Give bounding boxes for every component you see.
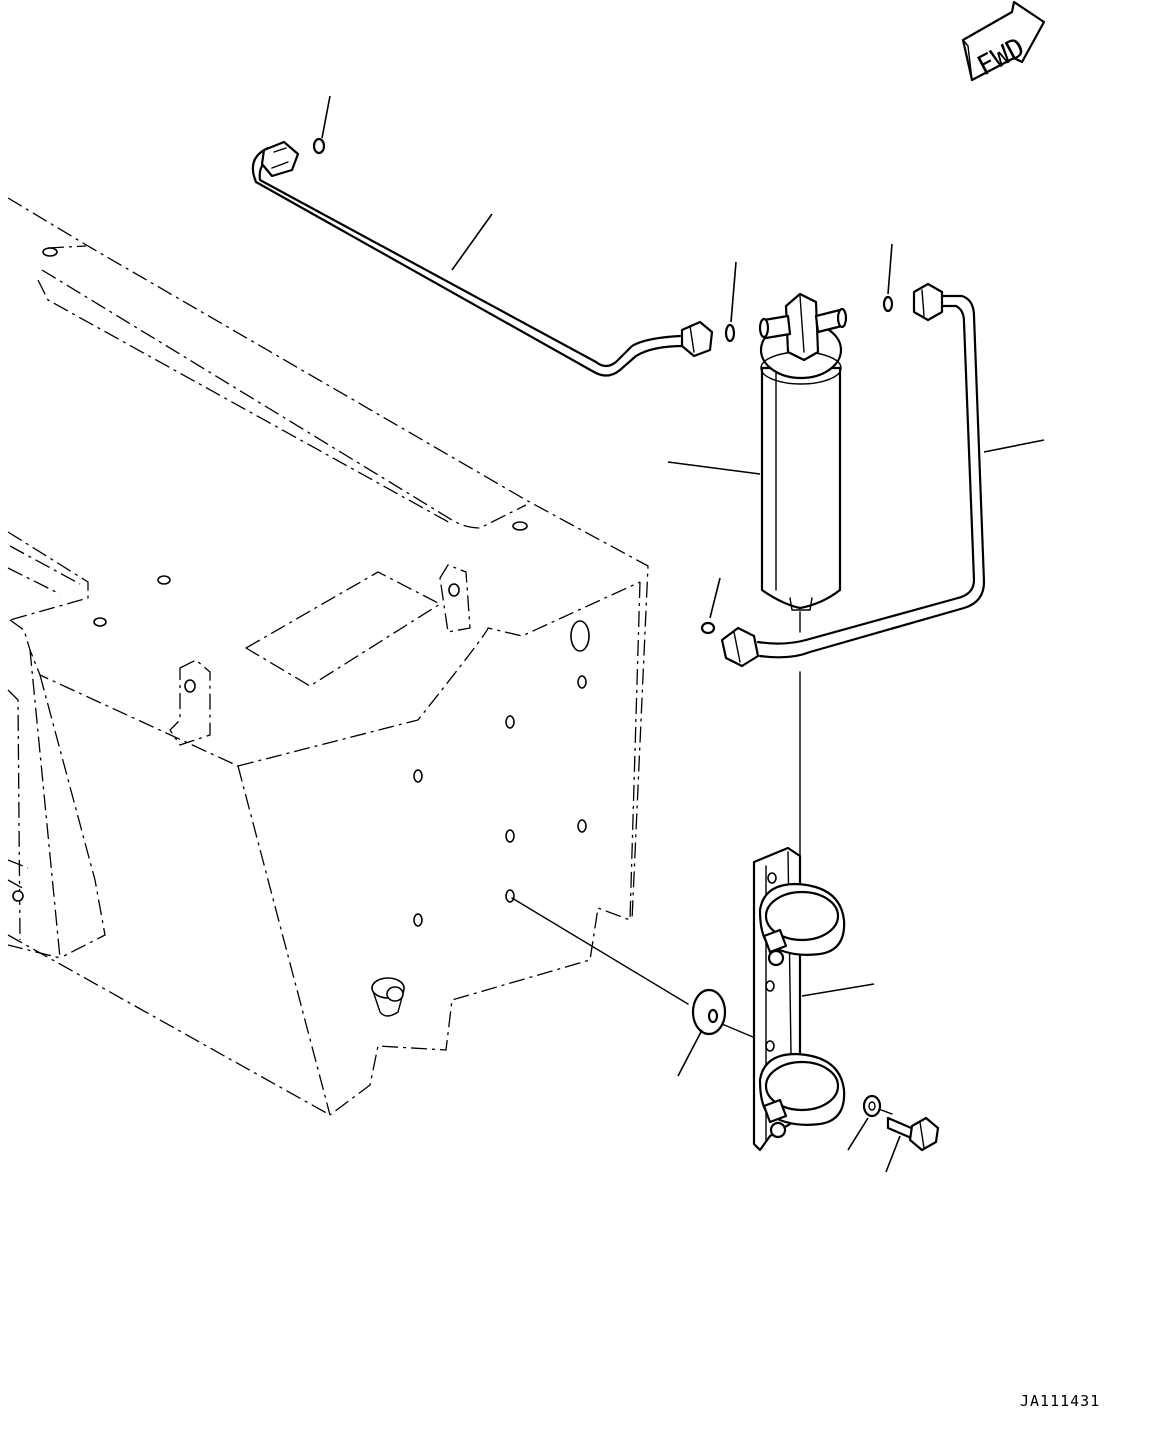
frame-boss <box>371 977 405 1017</box>
spacer-washer <box>691 988 727 1036</box>
alignment-lines <box>511 611 893 1115</box>
clamp-bracket <box>752 846 846 1152</box>
bolt <box>886 1116 940 1152</box>
fwd-arrow: FWD <box>961 0 1046 82</box>
right-pipe <box>720 282 986 668</box>
machine-frame <box>7 197 649 1116</box>
receiver-drier <box>758 292 848 611</box>
drawing-number: JA111431 <box>1020 1392 1101 1410</box>
leader-lines <box>321 95 1045 1173</box>
o-rings <box>312 137 894 635</box>
upper-pipe <box>251 140 714 377</box>
flat-washer <box>862 1094 882 1118</box>
frame-holes <box>12 247 590 927</box>
